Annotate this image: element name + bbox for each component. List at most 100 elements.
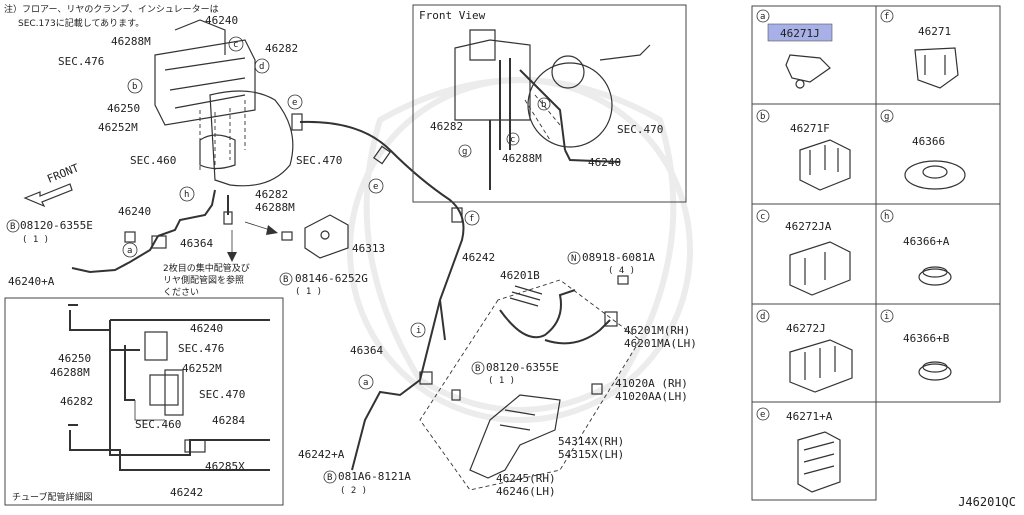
label-bolt-4-qty: ( 2 )	[340, 486, 367, 496]
bracket-46313	[304, 214, 349, 259]
part-number-46366B: 46366+B	[903, 332, 950, 345]
label-46246: 46246(LH)	[496, 485, 556, 498]
main-assembly	[23, 19, 641, 491]
dt-label-46288M: 46288M	[50, 366, 90, 379]
label-46201MA: 46201MA(LH)	[624, 337, 697, 350]
fv-label-sec470: SEC.470	[617, 123, 663, 136]
parts-key-e: e	[760, 410, 765, 420]
svg-text:a: a	[127, 246, 132, 256]
front-label: FRONT	[45, 161, 81, 186]
dt-label-46284: 46284	[212, 414, 245, 427]
tube-detail-panel: チューブ配管詳細図 46240 SEC.476 46250 46288M 462…	[4, 297, 284, 506]
dt-label-sec476: SEC.476	[178, 342, 224, 355]
label-46282-a: 46282	[265, 42, 298, 55]
svg-text:i: i	[416, 326, 421, 336]
label-46242A: 46242+A	[298, 448, 345, 461]
note-line-1: 注）フロアー、リヤのクランプ、インシュレーターは	[4, 3, 219, 15]
label-46201B: 46201B	[500, 269, 540, 282]
label-46364-a: 46364	[180, 237, 213, 250]
label-41020A: 41020A (RH)	[615, 377, 688, 390]
grommet-46364	[151, 235, 167, 249]
grommet-46364-b	[419, 371, 433, 385]
parts-cell-c[interactable]: c 46272JA	[756, 209, 851, 296]
diagram-code: J46201QC	[958, 495, 1016, 509]
label-bolt-3-qty: ( 1 )	[488, 376, 515, 386]
part-number-46271: 46271	[918, 25, 951, 38]
svg-text:b: b	[541, 100, 546, 110]
svg-text:g: g	[462, 147, 467, 157]
svg-text:f: f	[469, 214, 474, 224]
label-46242: 46242	[462, 251, 495, 264]
label-sec476-a: SEC.476	[58, 55, 104, 68]
label-46364-b: 46364	[350, 344, 383, 357]
parts-cell-e[interactable]: e 46271+A	[756, 407, 841, 493]
svg-text:c: c	[233, 40, 238, 50]
brake-hose-46201M	[499, 289, 576, 339]
part-number-46366: 46366	[912, 135, 945, 148]
parts-cell-a[interactable]: a 46271J	[756, 9, 833, 89]
svg-text:a: a	[363, 378, 368, 388]
svg-text:e: e	[292, 98, 297, 108]
label-46282-b: 46282	[255, 188, 288, 201]
knuckle-54314X	[469, 394, 561, 479]
label-sec470-a: SEC.470	[296, 154, 342, 167]
main-callouts: c d b e e h f a i a B B N B B	[6, 36, 581, 484]
label-bolt-2-qty: ( 1 )	[295, 287, 322, 297]
parts-cell-i[interactable]: i 46366+B	[880, 309, 952, 381]
dt-label-46242: 46242	[170, 486, 203, 499]
label-46313: 46313	[352, 242, 385, 255]
svg-text:b: b	[132, 82, 137, 92]
parts-key-d: d	[760, 312, 765, 322]
label-46252M-a: 46252M	[98, 121, 138, 134]
dt-label-46282: 46282	[60, 395, 93, 408]
part-number-46366A: 46366+A	[903, 235, 950, 248]
watermark-emblem	[347, 77, 693, 423]
label-bolt-2: 08146-6252G	[295, 272, 368, 285]
svg-text:B: B	[475, 364, 480, 374]
note-line-2: SEC.173に記載してあります。	[18, 17, 144, 29]
dt-label-46252M: 46252M	[182, 362, 222, 375]
front-view-panel: Front View 46282 46288M 46240 SEC.470 c …	[412, 4, 687, 203]
parts-key-c: c	[760, 212, 765, 222]
label-46245: 46245(RH)	[496, 472, 556, 485]
front-view-title: Front View	[419, 9, 486, 22]
label-bolt-3: 08120-6355E	[486, 361, 559, 374]
parts-key-f: f	[884, 12, 889, 22]
parts-cell-h[interactable]: h 46366+A	[880, 209, 952, 286]
label-41020AA: 41020AA(LH)	[615, 390, 688, 403]
label-46250-a: 46250	[107, 102, 140, 115]
parts-panel: a 46271J f 46271 b 46271F g 46366	[751, 5, 1001, 501]
fv-label-46288M: 46288M	[502, 152, 542, 165]
parts-cell-d[interactable]: d 46272J	[756, 309, 853, 393]
label-46288M-a: 46288M	[111, 35, 151, 48]
label-bolt-1: 08120-6355E	[20, 219, 93, 232]
svg-text:h: h	[184, 190, 189, 200]
svg-text:d: d	[259, 62, 264, 72]
dt-label-46240: 46240	[190, 322, 223, 335]
svg-text:e: e	[373, 182, 378, 192]
part-number-46271F: 46271F	[790, 122, 830, 135]
label-46201M: 46201M(RH)	[624, 324, 690, 337]
parts-cell-f[interactable]: f 46271	[880, 9, 959, 89]
brake-booster	[209, 90, 294, 187]
parts-key-i: i	[884, 312, 889, 322]
dt-label-46250: 46250	[58, 352, 91, 365]
label-nut-qty: ( 4 )	[608, 266, 635, 276]
label-sec460-a: SEC.460	[130, 154, 176, 167]
parts-key-a: a	[760, 12, 765, 22]
parts-cell-g[interactable]: g 46366	[880, 109, 966, 190]
dt-label-sec460: SEC.460	[135, 418, 181, 431]
label-46240-top: 46240	[205, 14, 238, 27]
svg-text:N: N	[571, 254, 576, 264]
parts-cell-b[interactable]: b 46271F	[756, 109, 851, 191]
part-number-46272JA: 46272JA	[785, 220, 832, 233]
fv-label-46282: 46282	[430, 120, 463, 133]
label-54314X: 54314X(RH)	[558, 435, 624, 448]
part-number-46271J: 46271J	[780, 27, 820, 40]
detail-note-1: 2枚目の集中配管及び	[163, 262, 250, 274]
front-arrow-icon	[23, 183, 73, 208]
part-number-46272J: 46272J	[786, 322, 826, 335]
svg-text:B: B	[327, 473, 332, 483]
